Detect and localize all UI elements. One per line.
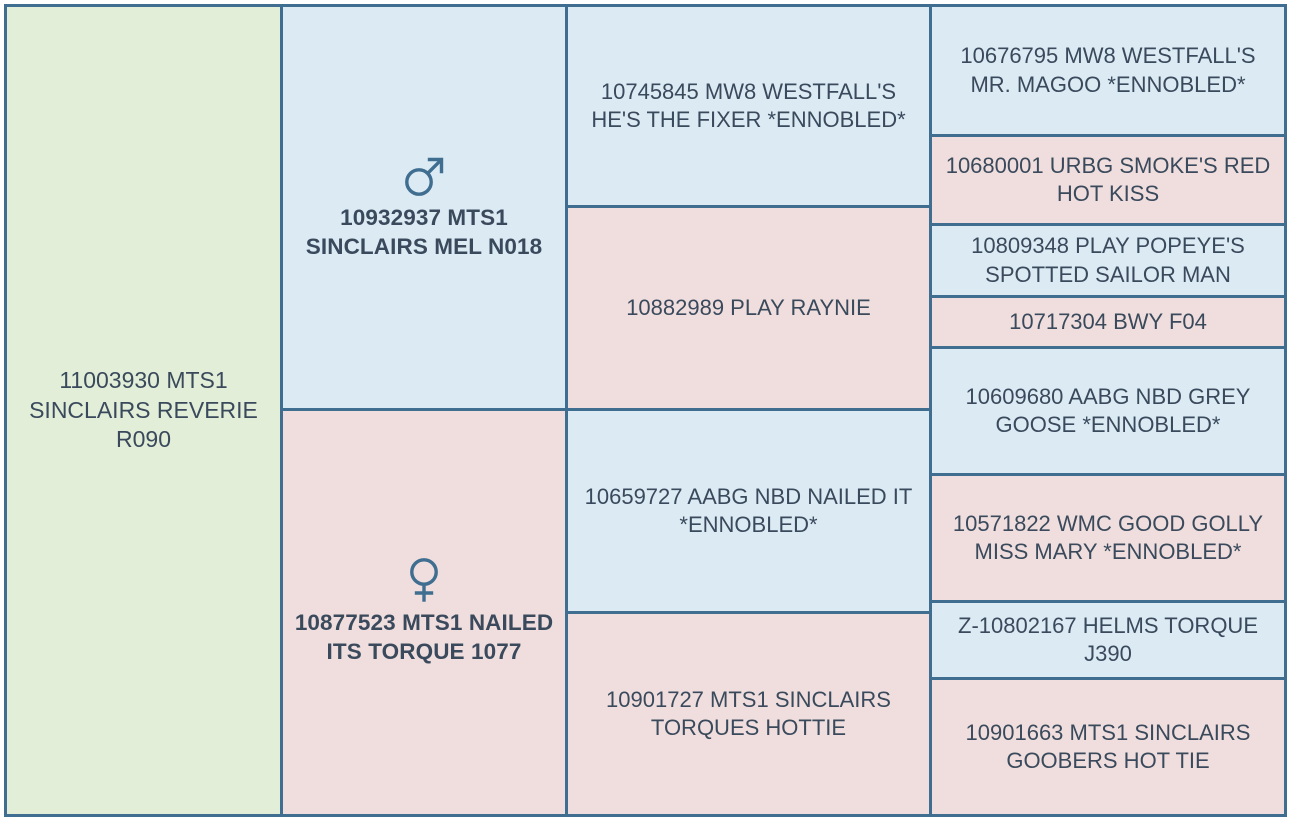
ggp-7-name: Z-10802167 HELMS TORQUE J390 — [958, 612, 1258, 666]
pedigree-cell-ggp-6[interactable]: 10571822 WMC GOOD GOLLY MISS MARY *ENNOB… — [932, 476, 1287, 603]
pedigree-cell-dam[interactable]: 10877523 MTS1 NAILED ITS TORQUE 1077 — [283, 410, 568, 817]
mars-icon — [403, 152, 445, 198]
ggp-2-name: 10680001 URBG SMOKE'S RED HOT KISS — [945, 152, 1271, 206]
paternal-grandsire-name: 10745845 MW8 WESTFALL'S HE'S THE FIXER *… — [591, 79, 906, 133]
generation-2-column: 10932937 MTS1 SINCLAIRS MEL N018 1087752… — [283, 4, 568, 817]
pedigree-chart: 11003930 MTS1 SINCLAIRS REVERIE R090 109… — [4, 4, 1287, 818]
ggp-1-name: 10676795 MW8 WESTFALL'S MR. MAGOO *ENNOB… — [960, 43, 1256, 97]
ggp-8-name: 10901663 MTS1 SINCLAIRS GOOBERS HOT TIE — [965, 719, 1251, 773]
pedigree-cell-ggp-5[interactable]: 10609680 AABG NBD GREY GOOSE *ENNOBLED* — [932, 349, 1287, 476]
maternal-granddam-name: 10901727 MTS1 SINCLAIRS TORQUES HOTTIE — [606, 686, 891, 741]
paternal-granddam-name: 10882989 PLAY RAYNIE — [626, 295, 871, 321]
venus-icon — [403, 557, 445, 603]
pedigree-cell-ggp-7[interactable]: Z-10802167 HELMS TORQUE J390 — [932, 603, 1287, 680]
generation-1-column: 11003930 MTS1 SINCLAIRS REVERIE R090 — [4, 4, 283, 817]
dam-name: 10877523 MTS1 NAILED ITS TORQUE 1077 — [294, 610, 554, 665]
ggp-6-name: 10571822 WMC GOOD GOLLY MISS MARY *ENNOB… — [952, 510, 1264, 564]
pedigree-cell-paternal-grandsire[interactable]: 10745845 MW8 WESTFALL'S HE'S THE FIXER *… — [568, 4, 932, 209]
ggp-4-name: 10717304 BWY F04 — [1009, 308, 1207, 334]
pedigree-cell-paternal-granddam[interactable]: 10882989 PLAY RAYNIE — [568, 208, 932, 412]
ggp-3-name: 10809348 PLAY POPEYE'S SPOTTED SAILOR MA… — [971, 233, 1245, 287]
pedigree-cell-maternal-grandsire[interactable]: 10659727 AABG NBD NAILED IT *ENNOBLED* — [568, 411, 932, 615]
pedigree-cell-sire[interactable]: 10932937 MTS1 SINCLAIRS MEL N018 — [283, 4, 568, 411]
ggp-5-name: 10609680 AABG NBD GREY GOOSE *ENNOBLED* — [965, 383, 1251, 437]
sire-name: 10932937 MTS1 SINCLAIRS MEL N018 — [305, 205, 543, 260]
pedigree-cell-ggp-3[interactable]: 10809348 PLAY POPEYE'S SPOTTED SAILOR MA… — [932, 226, 1287, 298]
self-name: 11003930 MTS1 SINCLAIRS REVERIE R090 — [29, 367, 258, 453]
pedigree-cell-ggp-4[interactable]: 10717304 BWY F04 — [932, 298, 1287, 349]
pedigree-cell-self[interactable]: 11003930 MTS1 SINCLAIRS REVERIE R090 — [4, 4, 283, 817]
maternal-grandsire-name: 10659727 AABG NBD NAILED IT *ENNOBLED* — [584, 484, 913, 538]
generation-4-column: 10676795 MW8 WESTFALL'S MR. MAGOO *ENNOB… — [932, 4, 1287, 817]
pedigree-cell-ggp-8[interactable]: 10901663 MTS1 SINCLAIRS GOOBERS HOT TIE — [932, 680, 1287, 817]
pedigree-cell-ggp-1[interactable]: 10676795 MW8 WESTFALL'S MR. MAGOO *ENNOB… — [932, 4, 1287, 137]
pedigree-cell-maternal-granddam[interactable]: 10901727 MTS1 SINCLAIRS TORQUES HOTTIE — [568, 614, 932, 818]
generation-3-column: 10745845 MW8 WESTFALL'S HE'S THE FIXER *… — [568, 4, 932, 818]
pedigree-cell-ggp-2[interactable]: 10680001 URBG SMOKE'S RED HOT KISS — [932, 137, 1287, 226]
